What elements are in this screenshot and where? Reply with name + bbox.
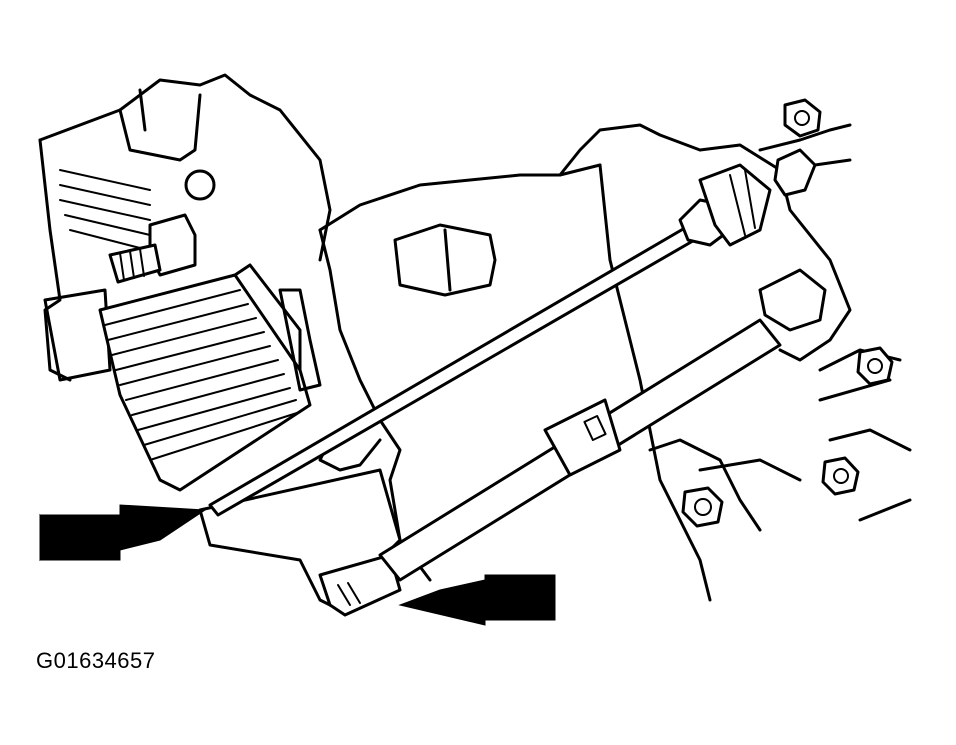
bolt-right-bottom [681,486,724,528]
dipstick-tube [378,268,827,582]
bolt-right-lower [821,456,860,496]
figure-id-label: G01634657 [36,648,156,673]
dipstick-tube-bracket [198,468,402,617]
engine-block-right [648,123,912,532]
bolt-right-middle [856,346,894,386]
engine-block-left [38,73,332,382]
bolt-right-top [783,98,822,138]
oil-filter [98,263,312,492]
arrow-dipstick-icon [39,504,207,562]
bolt-left [108,213,197,284]
dipstick-rod [208,163,772,517]
arrow-dipstick-tube-icon [398,574,556,626]
oil-pan-housing [278,123,712,602]
